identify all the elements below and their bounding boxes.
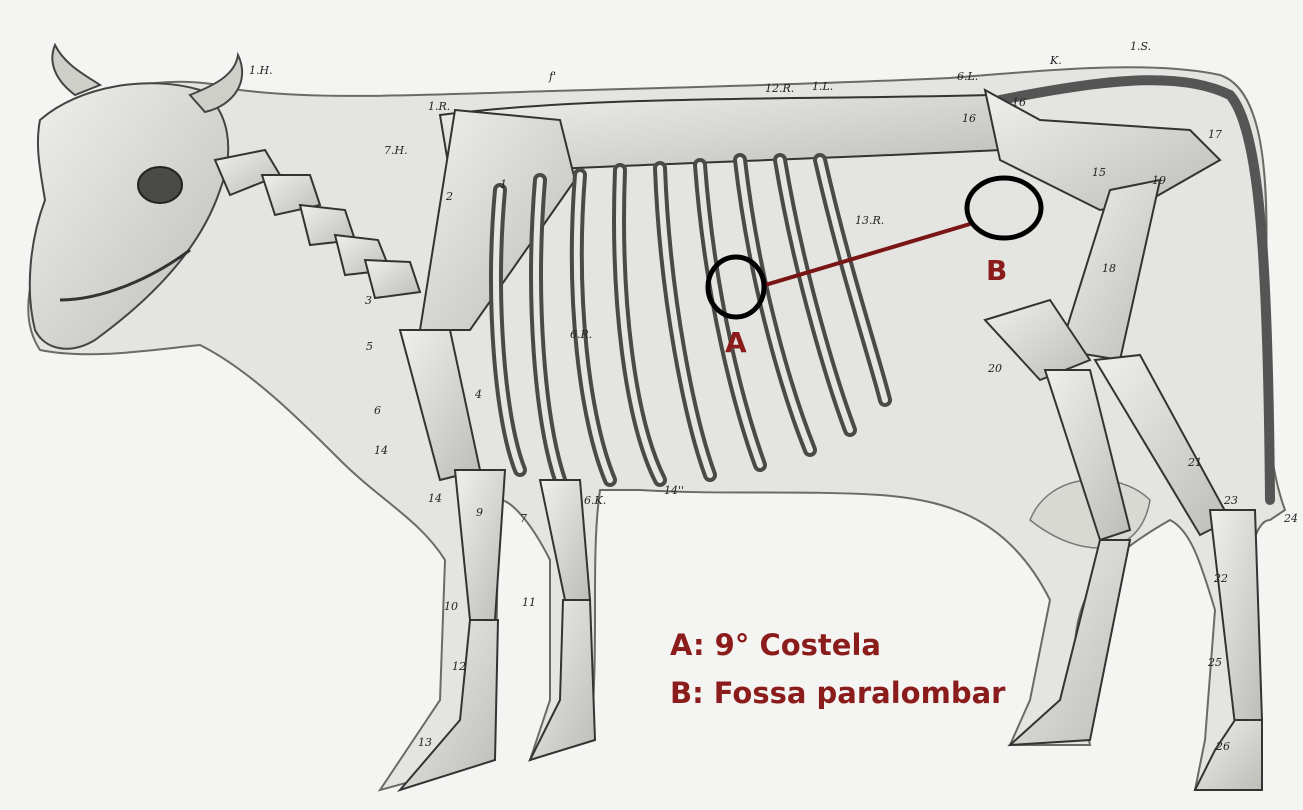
label-7h: 7.H. <box>384 144 408 157</box>
label-6l: 6.L. <box>957 70 978 83</box>
label-26: 26 <box>1216 740 1230 753</box>
label-12r: 12.R. <box>765 82 794 95</box>
label-13r: 13.R. <box>855 214 884 227</box>
label-14pp: 14'' <box>664 484 684 497</box>
label-k: K. <box>1050 54 1062 67</box>
horn-left <box>52 45 100 95</box>
label-6k: 6.K. <box>584 494 606 507</box>
label-f: f' <box>549 70 556 83</box>
label-15: 15 <box>1092 166 1106 179</box>
label-12: 12 <box>452 660 466 673</box>
label-3: 3 <box>365 294 372 307</box>
marker-b-label: B <box>986 254 1007 287</box>
label-9: 9 <box>476 506 483 519</box>
label-7: 7 <box>520 512 527 525</box>
label-23: 23 <box>1224 494 1238 507</box>
label-10: 10 <box>444 600 458 613</box>
label-1l: 1.L. <box>812 80 833 93</box>
label-16-lower: 16 <box>962 112 976 125</box>
label-18: 18 <box>1102 262 1116 275</box>
label-17: 17 <box>1208 128 1222 141</box>
marker-a-label: A <box>725 326 747 359</box>
label-19: 19 <box>1152 174 1166 187</box>
label-4: 4 <box>475 388 482 401</box>
label-6: 6 <box>374 404 381 417</box>
label-1: 1 <box>500 178 507 191</box>
label-16-upper: 16 <box>1012 96 1026 109</box>
label-5: 5 <box>366 340 373 353</box>
label-21: 21 <box>1188 456 1202 469</box>
legend-line-b: B: Fossa paralombar <box>670 676 1005 710</box>
label-1r: 1.R. <box>428 100 450 113</box>
label-13: 13 <box>418 736 432 749</box>
label-14-upper: 14 <box>374 444 388 457</box>
label-14-lower: 14 <box>428 492 442 505</box>
label-2: 2 <box>446 190 453 203</box>
label-25: 25 <box>1208 656 1222 669</box>
label-24: 24 <box>1284 512 1298 525</box>
label-6r: 6.R. <box>570 328 592 341</box>
label-20: 20 <box>988 362 1002 375</box>
label-1s: 1.S. <box>1130 40 1151 53</box>
eye-socket <box>138 167 182 203</box>
label-11: 11 <box>522 596 536 609</box>
legend-line-a: A: 9° Costela <box>670 628 881 662</box>
label-1h: 1.H. <box>249 64 273 77</box>
label-22: 22 <box>1214 572 1228 585</box>
